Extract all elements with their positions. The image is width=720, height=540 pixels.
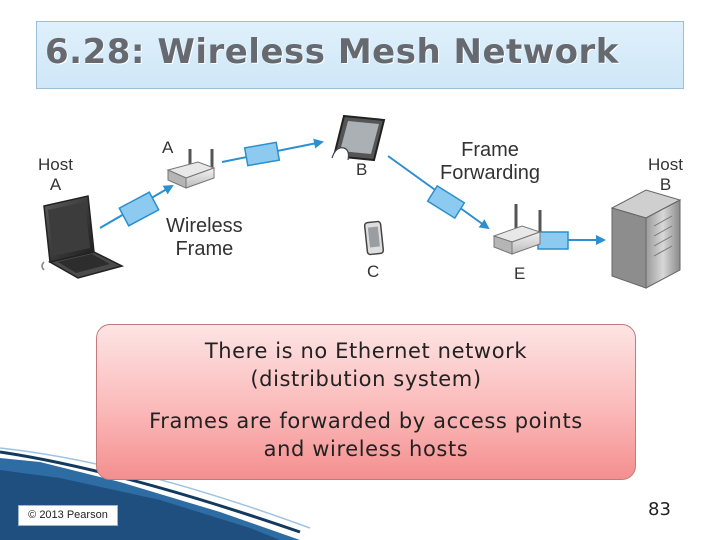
- label-host-b: Host B: [648, 155, 683, 194]
- copyright-notice: © 2013 Pearson: [18, 505, 118, 526]
- page-number: 83: [648, 499, 671, 520]
- tablet-icon: [332, 116, 384, 160]
- access-point-a-icon: [168, 149, 214, 188]
- laptop-icon: [42, 196, 122, 278]
- callout-line-1: There is no Ethernet network: [97, 337, 635, 365]
- frame-packet-2: [245, 142, 280, 165]
- label-tablet-b: B: [356, 160, 367, 180]
- frame-packet-1: [119, 192, 158, 226]
- label-wireless-frame: Wireless Frame: [166, 215, 243, 261]
- frame-packet-3: [428, 186, 465, 218]
- callout-line-2: (distribution system): [97, 365, 635, 393]
- callout-line-4: and wireless hosts: [97, 435, 635, 463]
- frame-packet-4: [538, 232, 568, 249]
- label-phone-c: C: [367, 262, 379, 282]
- server-icon: [612, 190, 680, 288]
- label-frame-forwarding: Frame Forwarding: [440, 139, 540, 185]
- callout-line-3: Frames are forwarded by access points: [97, 407, 635, 435]
- phone-icon: [364, 221, 383, 254]
- label-host-a: Host A: [38, 155, 73, 194]
- access-point-e-icon: [494, 204, 540, 254]
- explanation-callout: There is no Ethernet network (distributi…: [96, 324, 636, 480]
- label-ap-a: A: [162, 138, 173, 158]
- label-ap-e: E: [514, 264, 525, 284]
